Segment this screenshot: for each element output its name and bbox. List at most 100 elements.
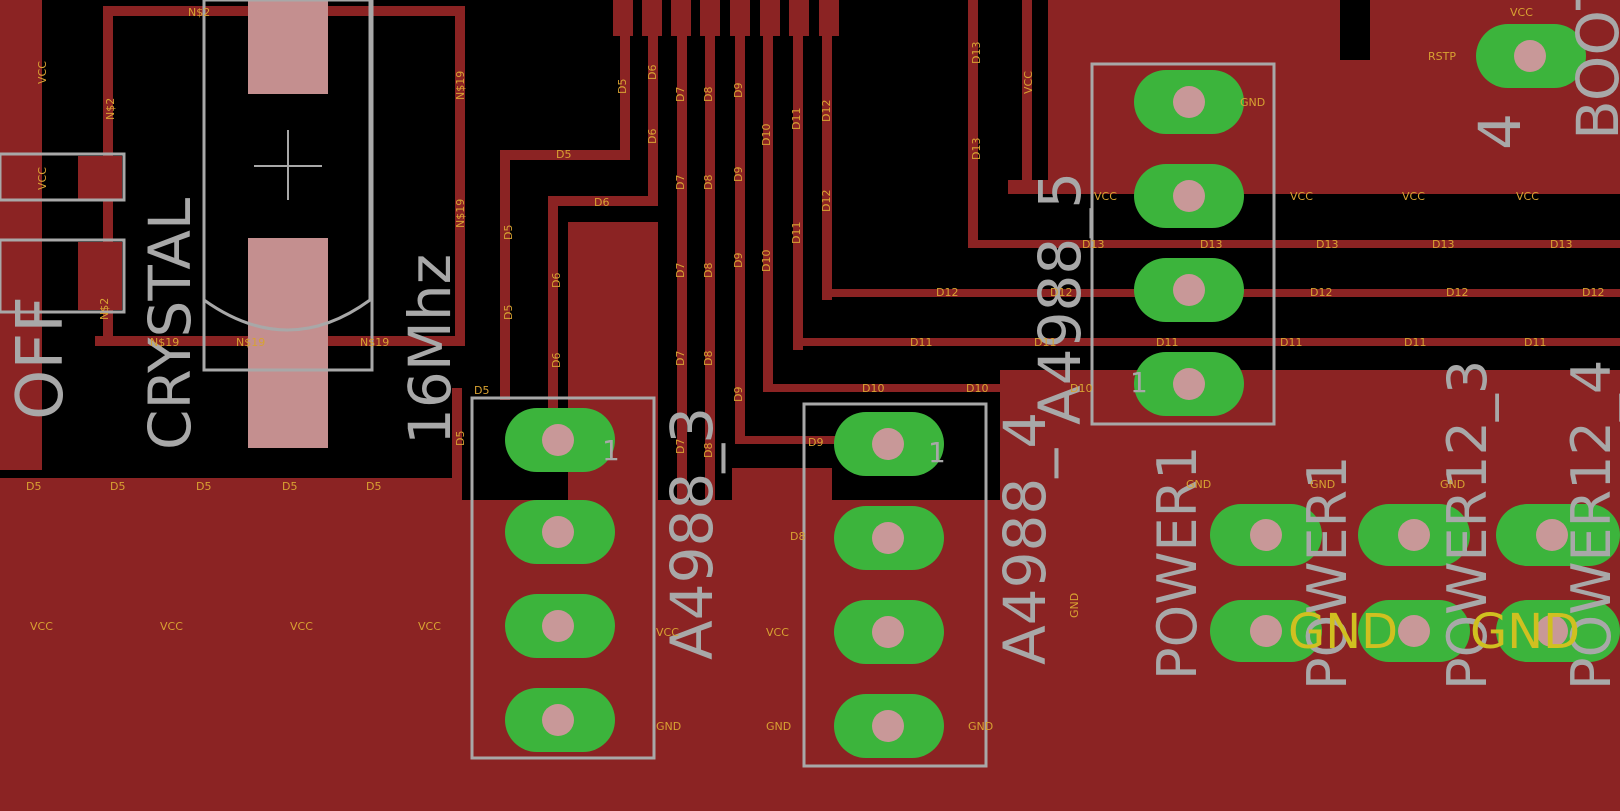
net-label: VCC <box>36 167 49 190</box>
net-label: D8 <box>702 263 715 278</box>
a4988-4-pad-3[interactable] <box>834 600 944 664</box>
trace-d8-horiz <box>652 530 842 540</box>
trace-d9-horiz <box>735 436 855 444</box>
net-label: N$2 <box>104 98 117 120</box>
power-headers[interactable]: POWER1 POWER1 POWER12_3 POWER12_4 GND GN… <box>1146 360 1620 690</box>
a4988-4-pad-2[interactable] <box>834 506 944 570</box>
net-label: D10 <box>1070 382 1092 395</box>
a4988-5-header[interactable]: 1 A4988_5 <box>1026 62 1276 426</box>
net-label: GND <box>1068 593 1081 618</box>
net-label: D12 <box>820 100 833 122</box>
a4988-3-pad-4[interactable] <box>505 688 615 752</box>
left-part-fragment: OFF <box>4 296 78 420</box>
trace-d6-top <box>548 196 658 206</box>
crystal-component[interactable]: CRYSTAL 16Mhz <box>136 0 464 450</box>
net-label: D13 <box>970 42 983 64</box>
net-label: D6 <box>550 353 563 368</box>
power12-4-pad-2[interactable] <box>1496 600 1620 662</box>
power1-pad-2[interactable] <box>1210 600 1322 662</box>
net-label: GND <box>1440 478 1465 491</box>
net-label: D11 <box>1524 336 1546 349</box>
top-right-header[interactable]: 4 BOOT <box>1466 0 1620 150</box>
trace-d5-riser <box>620 0 630 160</box>
copper-right-mid-pour <box>1000 370 1620 520</box>
net-label: VCC <box>766 626 789 639</box>
trace-d7 <box>677 0 687 520</box>
net-label: VCC <box>36 61 49 84</box>
net-label: D11 <box>910 336 932 349</box>
net-labels: N$2 N$2 N$2 N$19 N$19 N$19 N$19 N$19 VCC… <box>26 6 1604 733</box>
net-label: D7 <box>674 87 687 102</box>
a4988-5-outline <box>1090 62 1276 426</box>
net-label: D5 <box>282 480 297 493</box>
top-right-number: 4 <box>1466 113 1534 150</box>
a4988-3-pad-3[interactable] <box>505 594 615 658</box>
net-label: VCC <box>30 620 53 633</box>
net-label: D5 <box>26 480 41 493</box>
crystal-pad-bottom <box>248 238 328 448</box>
trace-d8 <box>705 0 715 540</box>
a4988-3-header[interactable]: 1 A4988_3 <box>470 396 726 760</box>
net-label: D11 <box>1156 336 1178 349</box>
a4988-3-pad-1[interactable] <box>505 408 615 472</box>
net-label: D6 <box>594 196 609 209</box>
a4988-5-pad-3[interactable] <box>1134 258 1244 322</box>
net-label: GND <box>766 720 791 733</box>
trace-d6-vert <box>548 196 558 412</box>
power12-4-pad-1[interactable] <box>1496 504 1620 566</box>
net-label: D12 <box>1310 286 1332 299</box>
trace-d5-bottom <box>0 478 462 486</box>
a4988-5-pad-1[interactable] <box>1134 70 1244 134</box>
trace-vcc-vert <box>1022 0 1032 185</box>
net-label: D8 <box>702 87 715 102</box>
a4988-5-pad-4[interactable] <box>1134 352 1244 416</box>
smd-pad-6 <box>760 0 780 36</box>
net-label: D11 <box>1280 336 1302 349</box>
net-label: D12 <box>1582 286 1604 299</box>
net-label: D6 <box>550 273 563 288</box>
a4988-4-header[interactable]: 1 A4988_4 <box>802 402 1059 768</box>
net-label: D5 <box>196 480 211 493</box>
power12-3-pad-2[interactable] <box>1358 600 1470 662</box>
trace-d10 <box>763 0 773 392</box>
gnd-label-1: GND <box>1288 604 1398 660</box>
trace-d5-up <box>500 150 510 400</box>
net-label: N$19 <box>360 336 389 349</box>
trace-d11-horiz <box>793 338 1620 346</box>
net-label: VCC <box>1022 71 1035 94</box>
smd-pad-1 <box>613 0 633 36</box>
net-label: D13 <box>1432 238 1454 251</box>
crystal-name: CRYSTAL <box>136 198 204 450</box>
net-label: D8 <box>790 530 805 543</box>
net-label: D5 <box>616 79 629 94</box>
smd-pad-8 <box>819 0 839 36</box>
a4988-4-pad-4[interactable] <box>834 694 944 758</box>
left-part-outline-2 <box>0 238 126 314</box>
copper-bottom-left-pour <box>0 478 462 811</box>
power12-3-pad-1[interactable] <box>1358 504 1470 566</box>
net-label: D10 <box>862 382 884 395</box>
net-label: D6 <box>646 65 659 80</box>
net-label: VCC <box>290 620 313 633</box>
smd-pad-2 <box>642 0 662 36</box>
trace-n19-right <box>455 6 465 336</box>
a4988-4-pad-1[interactable] <box>834 412 944 476</box>
smd-left-3 <box>0 246 40 306</box>
a4988-5-pad-2[interactable] <box>1134 164 1244 228</box>
crystal-outline <box>202 0 372 332</box>
power12-4-name: POWER12_4 <box>1560 360 1620 690</box>
net-label: D10 <box>760 250 773 272</box>
net-label: D13 <box>1550 238 1572 251</box>
crystal-pad-top <box>248 0 328 94</box>
top-right-pad[interactable] <box>1476 24 1586 88</box>
net-label: D11 <box>1404 336 1426 349</box>
net-label: D12 <box>820 190 833 212</box>
net-label: GND <box>1186 478 1211 491</box>
power1-pad-1[interactable] <box>1210 504 1322 566</box>
net-label: GND <box>656 720 681 733</box>
trace-d5-top <box>500 150 630 160</box>
left-small-parts: OFF <box>0 152 126 420</box>
net-label: D5 <box>502 305 515 320</box>
a4988-3-pad-2[interactable] <box>505 500 615 564</box>
